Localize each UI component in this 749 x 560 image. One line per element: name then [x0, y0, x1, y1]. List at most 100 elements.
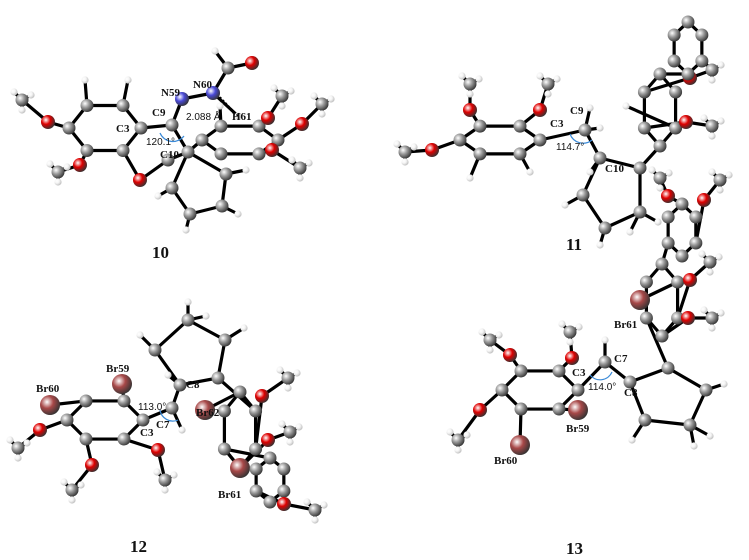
- hydrogen-atom: [654, 218, 662, 226]
- angle-arc: [589, 371, 613, 381]
- carbon-atom: [705, 119, 719, 133]
- atom-label: C9: [152, 107, 166, 119]
- angle-label: 114.7°: [556, 142, 584, 153]
- hydrogen-atom: [154, 192, 162, 200]
- oxygen-atom: [85, 458, 99, 472]
- carbon-atom: [165, 401, 179, 415]
- hydrogen-atom: [626, 228, 634, 236]
- carbon-atom: [80, 144, 94, 158]
- carbon-atom: [136, 413, 150, 427]
- carbon-atom: [211, 371, 225, 385]
- hydrogen-atom: [216, 102, 224, 110]
- hydrogen-atom: [586, 168, 594, 176]
- hydrogen-atom: [463, 431, 471, 439]
- nitrogen-atom: [175, 92, 189, 106]
- hydrogen-atom: [708, 132, 716, 140]
- carbon-atom: [275, 89, 289, 103]
- carbon-atom: [633, 205, 647, 219]
- carbon-atom: [514, 364, 528, 378]
- hydrogen-atom: [296, 174, 304, 182]
- carbon-atom: [661, 210, 675, 224]
- compound-number: 12: [130, 537, 147, 556]
- carbon-atom: [148, 343, 162, 357]
- carbon-atom: [158, 473, 172, 487]
- atom-label: H61: [232, 111, 252, 123]
- carbon-atom: [576, 188, 590, 202]
- bond: [643, 418, 692, 427]
- molecule-13: [446, 166, 733, 455]
- carbon-atom: [633, 161, 647, 175]
- carbon-atom: [134, 121, 148, 135]
- bromine-atom: [230, 458, 250, 478]
- hydrogen-atom: [717, 309, 725, 317]
- hydrogen-atom: [700, 114, 708, 122]
- hydrogen-atom: [716, 186, 724, 194]
- bond: [170, 150, 190, 190]
- carbon-atom: [263, 451, 277, 465]
- carbon-atom: [195, 133, 209, 147]
- atom-label: Br59: [106, 363, 130, 375]
- carbon-atom: [453, 133, 467, 147]
- atom-label: C8: [186, 379, 200, 391]
- carbon-atom: [473, 119, 487, 133]
- hydrogen-atom: [284, 384, 292, 392]
- oxygen-atom: [295, 117, 309, 131]
- bond: [581, 193, 607, 230]
- carbon-atom: [249, 462, 263, 476]
- hydrogen-atom: [690, 442, 698, 450]
- carbon-atom: [62, 121, 76, 135]
- carbon-atom: [705, 311, 719, 325]
- carbon-atom: [79, 394, 93, 408]
- hydrogen-atom: [164, 371, 172, 379]
- hydrogen-atom: [725, 171, 733, 179]
- carbon-atom: [667, 28, 681, 42]
- hydrogen-atom: [566, 338, 574, 346]
- carbon-atom: [60, 413, 74, 427]
- hydrogen-atom: [161, 486, 169, 494]
- carbon-atom: [173, 378, 187, 392]
- oxygen-atom: [151, 443, 165, 457]
- hydrogen-atom: [23, 439, 31, 447]
- carbon-atom: [483, 333, 497, 347]
- compound-number: 10: [152, 243, 169, 262]
- hydrogen-atom: [170, 471, 178, 479]
- hydrogen-atom: [10, 88, 18, 96]
- carbon-atom: [705, 63, 719, 77]
- hydrogen-atom: [596, 124, 604, 132]
- hydrogen-atom: [242, 166, 250, 174]
- oxygen-atom: [679, 115, 693, 129]
- carbon-atom: [315, 97, 329, 111]
- oxygen-atom: [255, 389, 269, 403]
- hydrogen-atom: [393, 140, 401, 148]
- hydrogen-atom: [276, 366, 284, 374]
- carbon-atom: [675, 249, 689, 263]
- bromine-atom: [195, 400, 215, 420]
- carbon-atom: [79, 432, 93, 446]
- hydrogen-atom: [286, 438, 294, 446]
- bond: [538, 128, 587, 142]
- hydrogen-atom: [310, 92, 318, 100]
- oxygen-atom: [261, 433, 275, 447]
- carbon-atom: [495, 383, 509, 397]
- carbon-atom: [463, 77, 477, 91]
- carbon-atom: [661, 236, 675, 250]
- hydrogen-atom: [561, 201, 569, 209]
- bond: [153, 318, 190, 352]
- atom-label: Br60: [36, 383, 60, 395]
- hydrogen-atom: [526, 168, 534, 176]
- oxygen-atom: [661, 189, 675, 203]
- atom-label: C10: [605, 163, 624, 175]
- oxygen-atom: [565, 351, 579, 365]
- hydrogen-atom: [536, 72, 544, 80]
- hydrogen-atom: [601, 336, 609, 344]
- hydrogen-atom: [311, 516, 319, 524]
- hydrogen-atom: [305, 159, 313, 167]
- carbon-atom: [689, 210, 703, 224]
- bromine-atom: [510, 435, 530, 455]
- carbon-atom: [277, 484, 291, 498]
- hydrogen-atom: [270, 84, 278, 92]
- carbon-atom: [451, 433, 465, 447]
- oxygen-atom: [265, 143, 279, 157]
- hydrogen-atom: [446, 428, 454, 436]
- hydrogen-atom: [665, 169, 673, 177]
